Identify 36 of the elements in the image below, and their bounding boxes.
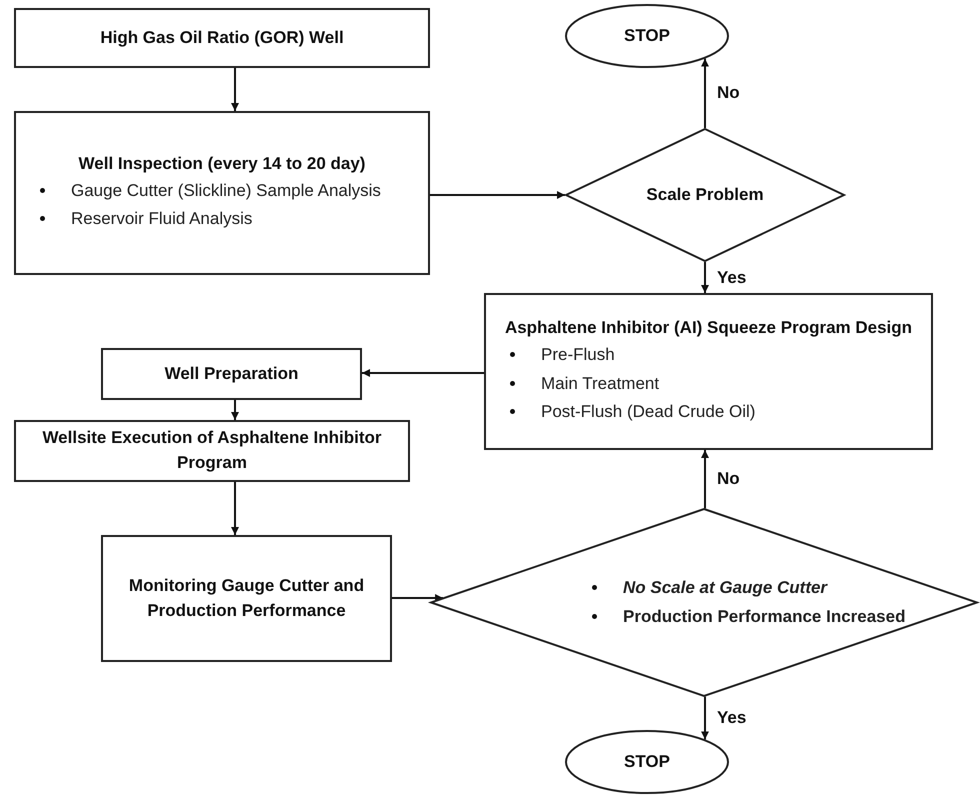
box-heading: Asphaltene Inhibitor (AI) Squeeze Program Design — [504, 317, 912, 340]
arrow — [701, 58, 709, 128]
process-box — [14, 420, 410, 482]
node-text: STOP — [624, 24, 670, 47]
process-box — [14, 8, 430, 68]
bullet-text: Reservoir Fluid Analysis — [71, 208, 252, 230]
node-text: Wellsite Execution of Asphaltene Inhibitor Program — [41, 427, 383, 474]
arrow — [701, 262, 709, 293]
bullet-text: Gauge Cutter (Slickline) Sample Analysis — [71, 180, 381, 202]
node-text: Well Preparation — [164, 362, 298, 385]
arrow — [231, 68, 239, 111]
bullet-text: Pre-Flush — [541, 344, 615, 366]
bullet-text: Post-Flush (Dead Crude Oil) — [541, 401, 756, 424]
arrow — [231, 400, 239, 420]
node-text: High Gas Oil Ratio (GOR) Well — [100, 26, 344, 49]
arrow — [392, 594, 444, 602]
box-heading: Well Inspection (every 14 to 20 day) — [78, 153, 366, 176]
process-box — [101, 348, 362, 400]
edge-label: Yes — [717, 268, 746, 288]
process-box — [101, 535, 392, 662]
edge-label: Yes — [717, 708, 746, 728]
process-box — [14, 111, 430, 275]
node-text: STOP — [624, 750, 670, 773]
bullet-text: No Scale at Gauge Cutter — [623, 576, 828, 599]
edge-label: No — [717, 83, 740, 104]
arrow — [701, 696, 709, 740]
process-box — [484, 293, 933, 450]
arrow — [231, 482, 239, 535]
arrow — [362, 369, 484, 377]
node-text: Monitoring Gauge Cutter and Production Performance — [128, 574, 366, 622]
bullet-text: Production Performance Increased — [623, 606, 906, 628]
arrow — [701, 450, 709, 508]
edge-label: No — [717, 469, 740, 490]
arrow — [430, 191, 565, 199]
node-text: Scale Problem — [646, 184, 764, 206]
bullet-text: Main Treatment — [541, 372, 660, 394]
